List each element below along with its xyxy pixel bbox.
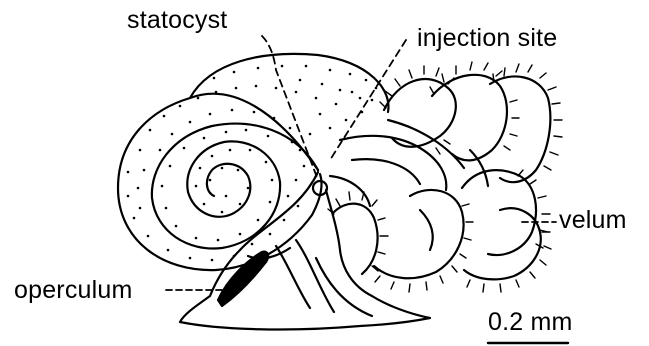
scale-bar-label: 0.2 mm — [488, 310, 573, 335]
velum-lobe — [384, 79, 456, 147]
body-outline — [180, 172, 430, 329]
injection-site-label: injection site — [417, 26, 557, 51]
shell-stipple — [127, 65, 378, 262]
velum-lobe — [334, 204, 378, 274]
foot-crease — [296, 240, 334, 312]
velum-label: velum — [559, 208, 627, 233]
velum-inner — [330, 176, 370, 206]
velum-lobe — [490, 76, 550, 182]
velum-lobe — [374, 190, 464, 278]
operculum-label: operculum — [14, 278, 133, 303]
velum-lobe — [464, 208, 541, 279]
velum-inner — [420, 210, 433, 250]
velum-inner — [352, 159, 420, 184]
statocyst-label: statocyst — [127, 8, 227, 33]
operculum — [218, 252, 268, 306]
shell-outline — [118, 94, 322, 270]
